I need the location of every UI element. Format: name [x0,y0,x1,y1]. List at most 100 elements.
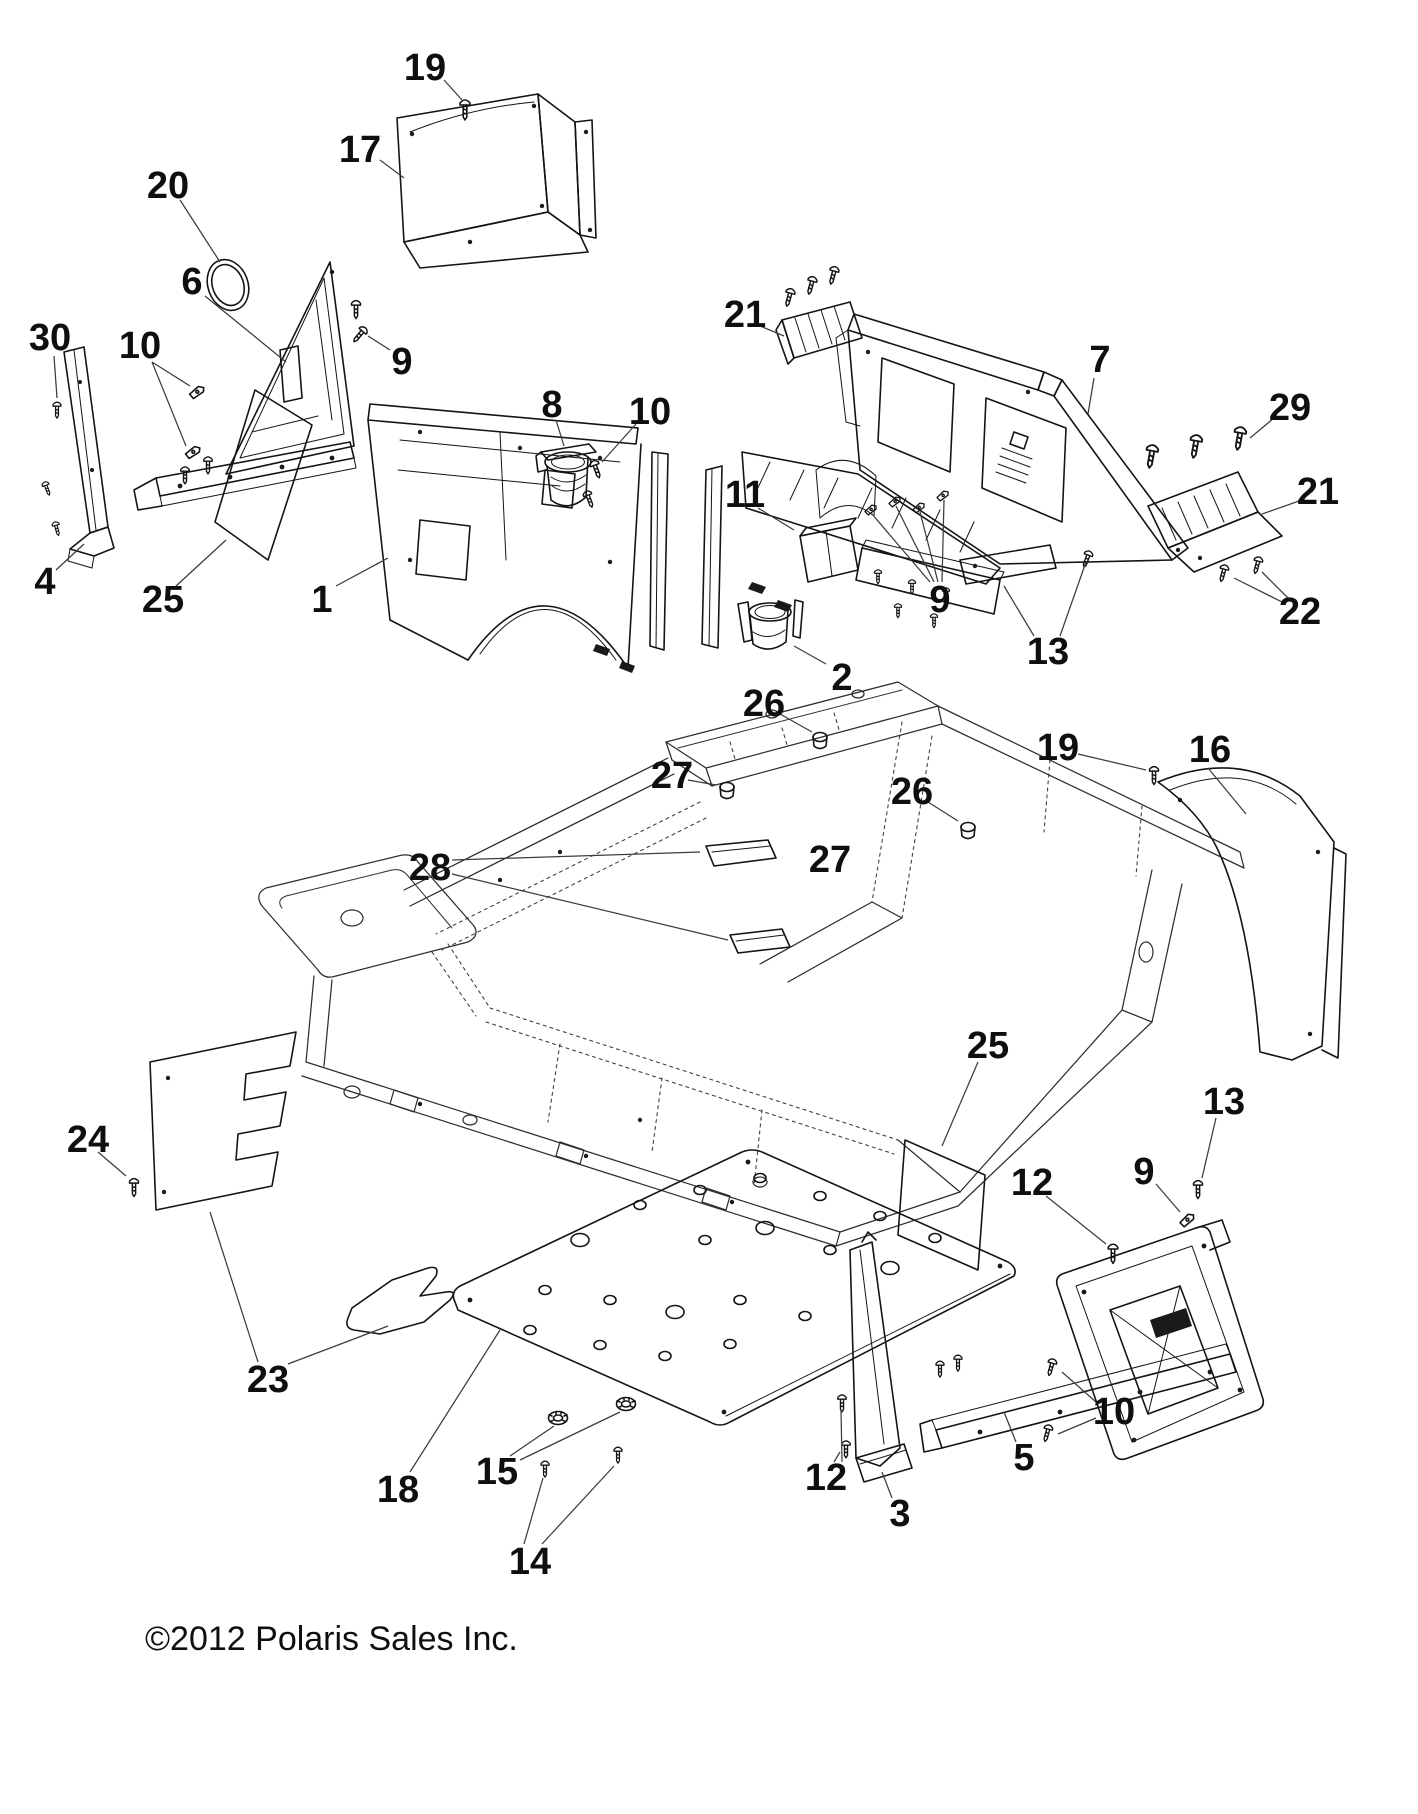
leader-line [1155,1183,1181,1213]
leader-line [759,325,785,337]
leader-line [175,539,227,587]
leader-line [1233,577,1283,603]
leader-line [55,543,85,571]
callout-label-22: 22 [1279,591,1321,633]
callout-label-1: 1 [311,579,332,621]
leader-line [881,1471,893,1499]
leader-line [1261,499,1303,515]
leader-line [1061,1371,1097,1403]
part-11-bracket [799,517,1005,615]
leader-line [1045,1195,1107,1245]
leader-line [601,423,637,463]
leader-line [941,499,945,583]
callout-label-20: 20 [147,165,189,207]
callout-label-4: 4 [34,561,55,603]
leader-line [287,1325,389,1365]
callout-label-28: 28 [409,847,451,889]
callout-label-13: 13 [1027,631,1069,673]
callout-label-7: 7 [1089,339,1110,381]
leader-line [151,361,191,387]
leader-line [840,1409,843,1463]
leader-line [1003,1411,1017,1443]
callout-label-10: 10 [119,325,161,367]
part-4-post [63,346,115,569]
leader-line [1261,571,1289,599]
leader-line [941,1061,979,1147]
callout-label-16: 16 [1189,729,1231,771]
callout-label-9: 9 [391,341,412,383]
leader-line [1059,561,1087,637]
copyright-text: ©2012 Polaris Sales Inc. [145,1620,518,1658]
callout-label-18: 18 [377,1469,419,1511]
leader-line [367,335,391,351]
callout-label-9: 9 [929,579,950,621]
leader-line [179,199,221,263]
part-5-panel [919,1219,1265,1461]
leader-line [519,1411,621,1461]
leader-line [53,355,58,399]
callout-label-10: 10 [1093,1391,1135,1433]
callout-label-8: 8 [541,384,562,426]
leader-line [1249,417,1275,439]
callout-label-21: 21 [1297,471,1339,513]
leader-line [379,159,405,179]
callout-label-23: 23 [247,1359,289,1401]
leader-line [1077,753,1147,771]
callout-label-2: 2 [831,657,852,699]
leader-line [1201,1117,1217,1179]
leader-line [1057,1417,1097,1435]
part-3-pillar [849,1231,913,1483]
leader-line [757,507,795,531]
part-trim-strip [701,465,723,649]
callout-label-27: 27 [651,755,693,797]
callout-label-27: 27 [809,839,851,881]
leader-line [523,1477,544,1545]
part-2-cupholder [737,599,804,650]
leader-line [1087,377,1095,415]
callout-label-19: 19 [1037,727,1079,769]
leader-line [687,779,717,786]
leader-line [541,1465,615,1545]
callout-label-29: 29 [1269,387,1311,429]
callout-label-30: 30 [29,317,71,359]
leader-line [895,505,935,583]
leader-line [451,873,729,941]
leader-line [833,1451,841,1463]
leader-line [335,557,389,587]
callout-label-15: 15 [476,1451,518,1493]
callout-label-10: 10 [629,391,671,433]
callout-label-25: 25 [967,1025,1009,1067]
part-16-guard [1157,767,1347,1061]
part-25-decal-right [897,1139,986,1271]
leader-line [1003,585,1035,637]
callout-label-6: 6 [181,261,202,303]
part-23-shield-left [149,1031,297,1211]
leader-line [151,361,187,447]
callout-label-26: 26 [891,771,933,813]
callout-label-12: 12 [1011,1162,1053,1204]
leader-line [871,513,931,583]
leader-line [209,1211,259,1363]
callout-label-19: 19 [404,47,446,89]
leader-line [927,801,959,822]
part-18-skidplate [452,1149,1016,1426]
leader-line [1207,767,1247,815]
callout-label-14: 14 [509,1541,551,1583]
leader-line [204,295,287,363]
part-1-panel [367,403,669,669]
callout-label-26: 26 [743,683,785,725]
leader-line [97,1151,127,1177]
leader-line [443,79,463,101]
leader-line [555,419,565,447]
callout-label-24: 24 [67,1119,109,1161]
part-25-decal-left [214,389,313,561]
leader-line [509,1425,555,1457]
callout-label-5: 5 [1013,1437,1034,1479]
leader-line [919,511,939,583]
callout-label-12: 12 [805,1457,847,1499]
part-6-panel [133,261,357,511]
callout-label-11: 11 [725,474,765,516]
